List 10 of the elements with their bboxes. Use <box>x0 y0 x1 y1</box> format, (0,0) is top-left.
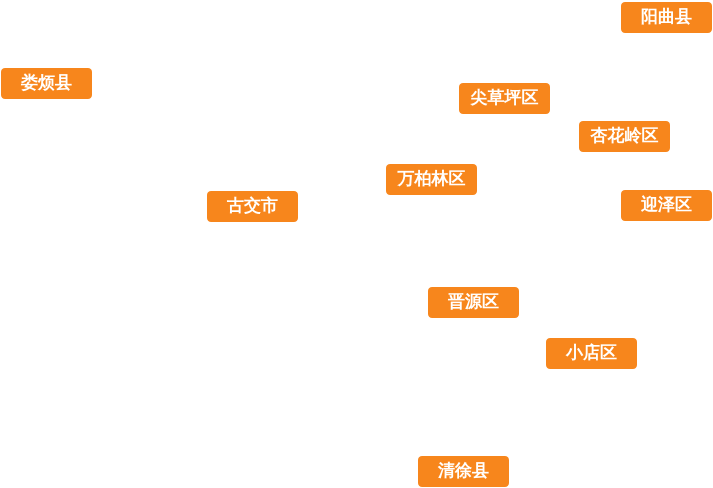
place-label: 尖草坪区 <box>459 83 550 114</box>
place-label: 万柏林区 <box>386 164 477 195</box>
place-label: 清徐县 <box>418 456 509 487</box>
place-label: 古交市 <box>207 191 298 222</box>
place-label: 晋源区 <box>428 287 519 318</box>
place-label: 小店区 <box>546 338 637 369</box>
place-label: 娄烦县 <box>1 68 92 99</box>
place-label: 阳曲县 <box>621 2 712 33</box>
place-label: 杏花岭区 <box>579 121 670 152</box>
place-label: 迎泽区 <box>621 190 712 221</box>
